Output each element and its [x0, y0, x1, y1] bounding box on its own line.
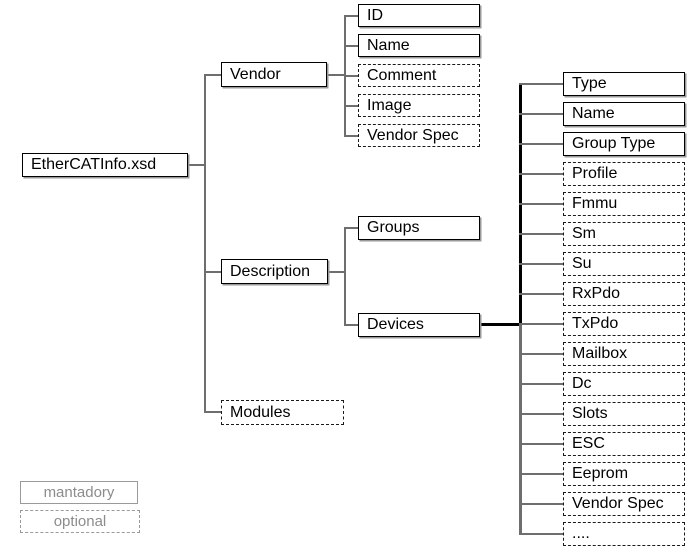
edge-root-stub [188, 164, 206, 166]
edge-devices-child-9 [519, 353, 564, 355]
edge-devices-child-11 [519, 413, 564, 415]
edge-description-stub [327, 271, 345, 273]
edge-devices-child-0 [519, 83, 564, 85]
node-label: Vendor Spec [367, 126, 459, 144]
legend-mandatory: mantadory [20, 481, 138, 504]
edge-devices-child-13 [519, 473, 564, 475]
node-label: Dc [572, 375, 592, 392]
edge-devices-child-15 [519, 533, 564, 535]
node-device-slots[interactable]: Slots [563, 402, 685, 426]
node-label: Devices [367, 316, 424, 333]
node-device-profile[interactable]: Profile [563, 162, 685, 186]
edge-devices-trunk-lower [519, 323, 522, 534]
node-label: Type [572, 75, 607, 92]
edge-trunk-vendor [204, 74, 222, 76]
node-label: Vendor Spec [572, 495, 664, 512]
legend-optional: optional [20, 510, 140, 533]
node-device-group-type[interactable]: Group Type [563, 132, 685, 156]
node-label: Comment [367, 66, 437, 84]
edge-root-trunk [204, 74, 206, 413]
edge-devices-child-1 [519, 113, 564, 115]
node-device-more[interactable]: .... [563, 522, 685, 546]
node-label: Fmmu [572, 195, 618, 212]
node-vendor-id[interactable]: ID [358, 4, 480, 27]
node-vendor[interactable]: Vendor [221, 62, 327, 87]
node-label: Su [572, 255, 592, 272]
node-label: Eeprom [572, 465, 629, 482]
legend-label: mantadory [43, 484, 115, 501]
edge-devices-child-5 [519, 233, 564, 235]
edge-devices-stub [480, 323, 521, 326]
edge-vendor-child-2 [344, 75, 359, 77]
node-label: Mailbox [572, 345, 628, 362]
edge-devices-child-14 [519, 503, 564, 505]
node-device-type[interactable]: Type [563, 72, 685, 96]
node-device-dc[interactable]: Dc [563, 372, 685, 396]
node-device-mailbox[interactable]: Mailbox [563, 342, 685, 366]
node-vendor-name[interactable]: Name [358, 34, 480, 57]
node-device-rxpdo[interactable]: RxPdo [563, 282, 685, 306]
node-label: Description [230, 262, 311, 280]
node-label: Image [367, 96, 412, 114]
node-vendor-image[interactable]: Image [358, 94, 480, 117]
node-vendor-vendor-spec[interactable]: Vendor Spec [358, 124, 480, 147]
node-label: Name [572, 105, 615, 122]
node-devices[interactable]: Devices [358, 313, 480, 337]
node-label: .... [572, 525, 590, 542]
node-device-name[interactable]: Name [563, 102, 685, 126]
node-modules[interactable]: Modules [221, 400, 344, 425]
node-device-fmmu[interactable]: Fmmu [563, 192, 685, 216]
edge-description-trunk [344, 227, 346, 326]
node-label: Slots [572, 405, 608, 422]
node-label: Group Type [572, 135, 656, 152]
edge-vendor-stub [327, 74, 345, 76]
edge-devices-child-2 [519, 143, 564, 145]
node-device-esc[interactable]: ESC [563, 432, 685, 456]
node-root-ethercatinfo[interactable]: EtherCATInfo.xsd [22, 153, 188, 177]
node-vendor-comment[interactable]: Comment [358, 64, 480, 87]
legend-label: optional [53, 513, 107, 530]
edge-vendor-child-0 [344, 15, 359, 17]
node-label: Sm [572, 225, 596, 242]
edge-vendor-child-1 [344, 45, 359, 47]
node-label: Vendor [230, 65, 281, 83]
edge-vendor-child-3 [344, 105, 359, 107]
edge-devices-child-12 [519, 443, 564, 445]
node-label: Groups [367, 219, 420, 236]
edge-devices-child-7 [519, 293, 564, 295]
edge-description-child-1 [344, 324, 359, 326]
node-device-vendor-spec[interactable]: Vendor Spec [563, 492, 685, 516]
node-label: ID [367, 6, 383, 24]
node-groups[interactable]: Groups [358, 216, 480, 240]
edge-devices-child-4 [519, 203, 564, 205]
edge-devices-child-6 [519, 263, 564, 265]
node-label: Modules [230, 403, 291, 421]
node-label: EtherCATInfo.xsd [31, 156, 157, 173]
edge-devices-child-10 [519, 383, 564, 385]
edge-trunk-description [204, 271, 222, 273]
edge-devices-child-3 [519, 173, 564, 175]
edge-description-child-0 [344, 227, 359, 229]
node-device-txpdo[interactable]: TxPdo [563, 312, 685, 336]
node-label: Name [367, 36, 410, 54]
node-description[interactable]: Description [221, 259, 328, 284]
edge-vendor-child-4 [344, 135, 359, 137]
node-label: Profile [572, 165, 618, 182]
node-label: RxPdo [572, 285, 621, 302]
node-device-eeprom[interactable]: Eeprom [563, 462, 685, 486]
edge-trunk-modules [204, 411, 222, 413]
node-label: TxPdo [572, 315, 619, 332]
node-device-su[interactable]: Su [563, 252, 685, 276]
node-device-sm[interactable]: Sm [563, 222, 685, 246]
edge-devices-child-8 [519, 323, 564, 325]
node-label: ESC [572, 435, 605, 452]
